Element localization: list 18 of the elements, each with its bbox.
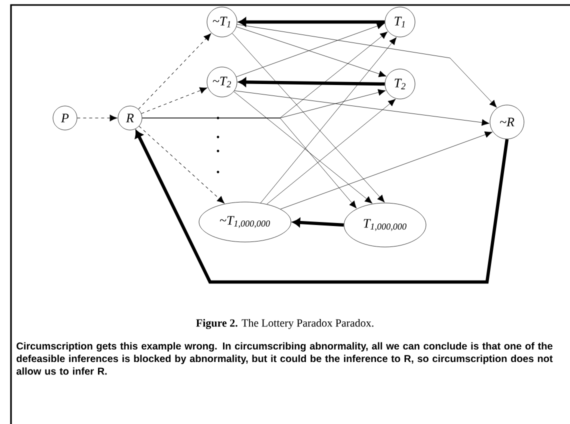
arrow xyxy=(292,218,344,227)
arrow xyxy=(138,126,224,204)
arrow xyxy=(260,37,397,204)
arrow xyxy=(138,33,212,110)
arrow xyxy=(232,33,385,202)
arrow xyxy=(280,131,492,210)
arrow xyxy=(234,90,490,126)
arrow xyxy=(236,24,497,108)
arrow xyxy=(142,118,357,208)
arrow xyxy=(141,87,208,114)
arrow xyxy=(238,78,385,86)
arrow xyxy=(266,98,396,204)
note-paragraph: Circumscription gets this example wrong. In circumscribing abnormality, all we can conclude is that one of the defeasible inferences is blocked by abnormality, but it could be the inference to R, so circumscription does not allow us to infer R. xyxy=(16,342,553,375)
arrow xyxy=(76,114,118,122)
arrow xyxy=(234,91,372,204)
arrow xyxy=(134,130,509,284)
figure-caption: Figure 2. The Lottery Paradox Paradox. xyxy=(196,318,374,330)
arrow xyxy=(238,18,385,26)
